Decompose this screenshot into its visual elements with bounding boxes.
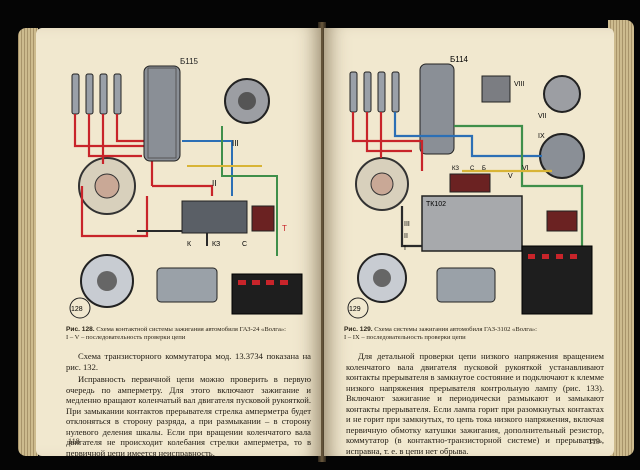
fig129-label-viii: VIII bbox=[514, 81, 525, 88]
fig128-label-ii: II bbox=[212, 179, 216, 188]
caption-text: Схема системы зажигания автомобиля ГАЗ-3… bbox=[374, 326, 538, 333]
fig128-number: 128 bbox=[71, 306, 83, 313]
fig129-label-v: V bbox=[508, 173, 513, 180]
fig128-label-k: К bbox=[187, 241, 192, 248]
spark-plugs bbox=[71, 73, 122, 115]
figure-128-diagram: Б115 II III К КЗ С Т bbox=[62, 46, 312, 322]
figure-129-caption: Рис. 129. Схема системы зажигания автомо… bbox=[344, 326, 604, 342]
left-body-text: Схема транзисторного коммутатора мод. 13… bbox=[66, 351, 311, 456]
fig129-label-tk102: ТК102 bbox=[426, 201, 446, 208]
caption-label: Рис. 128. bbox=[66, 326, 95, 333]
fig129-label-coil: Б114 bbox=[450, 55, 469, 64]
caption-note: I – V – последовательность проверки цепи bbox=[66, 334, 186, 341]
figure-129-diagram: Б114 VIII VII IX VI bbox=[342, 46, 602, 322]
page-stack-left bbox=[18, 28, 38, 456]
caption-label: Рис. 129. bbox=[344, 326, 373, 333]
caption-text: Схема контактной системы зажигания автом… bbox=[96, 326, 287, 333]
fig129-label-ix: IX bbox=[538, 133, 545, 140]
fig129-label-vi: VI bbox=[522, 165, 529, 172]
ignition-wiring-diagram-gaz3102: Б114 VIII VII IX VI bbox=[347, 55, 593, 319]
open-book: Б115 II III К КЗ С Т bbox=[6, 6, 634, 464]
paragraph: Для детальной проверки цепи низкого напр… bbox=[346, 351, 604, 456]
fig128-label-t: Т bbox=[282, 224, 287, 233]
fig129-label-iii: III bbox=[404, 221, 410, 228]
figure-128-caption: Рис. 128. Схема контактной системы зажиг… bbox=[66, 326, 311, 342]
fig128-label-iii: III bbox=[232, 139, 239, 148]
fig128-label-s: С bbox=[242, 241, 247, 248]
paragraph: Исправность первичной цепи можно провери… bbox=[66, 374, 311, 456]
fig128-label-coil: Б115 bbox=[180, 57, 199, 66]
caption-note: I – IX – последовательность проверки цеп… bbox=[344, 334, 466, 341]
left-page: Б115 II III К КЗ С Т bbox=[36, 28, 321, 456]
fig129-label-kz: КЗ bbox=[452, 166, 459, 172]
fig129-label-b: Б bbox=[482, 166, 486, 172]
book-spine bbox=[318, 22, 326, 462]
page-number: 119 bbox=[588, 437, 600, 446]
fig129-label-i: I bbox=[404, 245, 406, 252]
ignition-wiring-diagram-gaz24: Б115 II III К КЗ С Т bbox=[69, 57, 303, 319]
right-body-text: Для детальной проверки цепи низкого напр… bbox=[346, 351, 604, 456]
fig128-label-kz: КЗ bbox=[212, 241, 220, 248]
page-number: 118 bbox=[68, 437, 80, 446]
fig129-label-s: С bbox=[470, 166, 475, 172]
fig129-label-vii: VII bbox=[538, 113, 547, 120]
paragraph: Схема транзисторного коммутатора мод. 13… bbox=[66, 351, 311, 372]
right-page: Б114 VIII VII IX VI bbox=[324, 28, 614, 456]
fig129-label-ii: II bbox=[404, 233, 408, 240]
fig129-number: 129 bbox=[349, 306, 361, 313]
